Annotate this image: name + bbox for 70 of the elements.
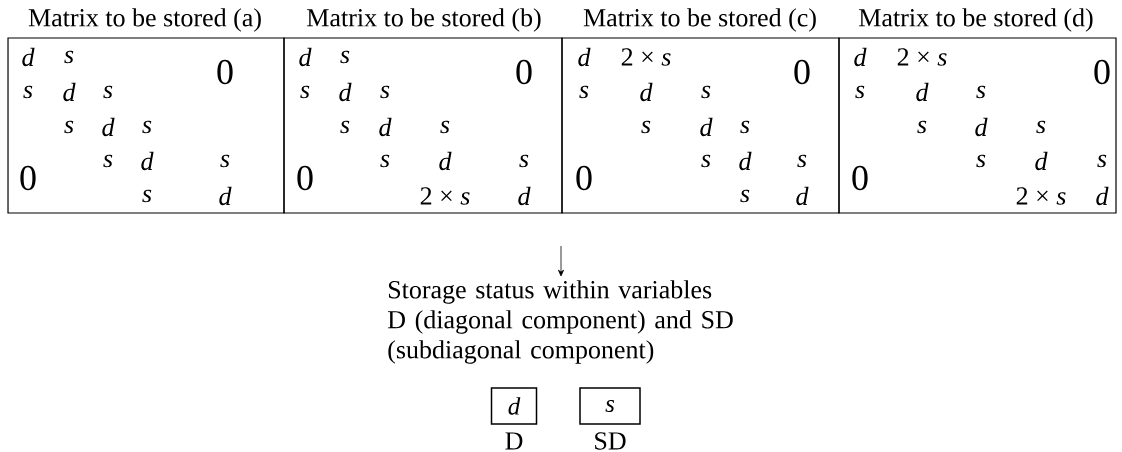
matrix-entry: 0: [20, 165, 36, 191]
down-arrow: [558, 245, 564, 277]
matrix-entry: s: [1097, 154, 1107, 168]
matrix-entry: s: [797, 154, 807, 168]
matrix-entry: d: [518, 186, 531, 206]
matrix-entry: d: [796, 186, 809, 206]
matrix-entry: d: [439, 151, 452, 171]
matrix-entry: s: [519, 154, 529, 168]
matrix-entry: d: [102, 117, 115, 137]
matrix-entry: s: [440, 120, 450, 134]
panel-heading: Matrix to be stored (d): [859, 8, 1093, 32]
matrix-entry: d: [141, 151, 154, 171]
matrix-entry: s: [103, 154, 113, 168]
matrix-entry: s: [23, 85, 33, 99]
matrix-entry: 2 × s: [420, 187, 470, 205]
matrix-entry: s: [64, 50, 74, 64]
matrix-entry: s: [641, 120, 651, 134]
matrix-entry: s: [103, 85, 113, 99]
variable-label: SD: [595, 432, 626, 450]
panel-heading: Matrix to be stored (c): [583, 8, 816, 32]
matrix-entry: d: [1096, 186, 1109, 206]
matrix-entry: s: [1036, 120, 1046, 134]
matrix-entry: 0: [217, 59, 233, 85]
matrix-entry: s: [740, 189, 750, 203]
panel-heading: Matrix to be stored (b): [307, 8, 541, 32]
matrix-entry: s: [701, 85, 711, 99]
matrix-entry: s: [300, 85, 310, 99]
storage-box: s: [579, 387, 641, 425]
matrix-entry: 0: [297, 165, 313, 191]
matrix-entry: s: [976, 154, 986, 168]
matrix-entry: 2 × s: [1016, 187, 1066, 205]
matrix-entry: 2 × s: [897, 48, 947, 66]
matrix-entry: d: [640, 82, 653, 102]
matrix-entry: s: [976, 85, 986, 99]
matrix-entry: d: [854, 47, 867, 67]
matrix-entry: 0: [794, 59, 810, 85]
variable-label: D: [505, 432, 523, 450]
matrix-entry: d: [578, 47, 591, 67]
matrix-entry: d: [339, 82, 352, 102]
matrix-entry: 2 × s: [621, 48, 671, 66]
matrix-entry: s: [220, 154, 230, 168]
matrix-entry: s: [142, 189, 152, 203]
panel-heading: Matrix to be stored (a): [28, 8, 261, 32]
matrix-entry: d: [379, 117, 392, 137]
matrix-entry: d: [63, 82, 76, 102]
matrix-entry: s: [340, 50, 350, 64]
storage-box: d: [490, 387, 538, 425]
matrix-entry: d: [916, 82, 929, 102]
matrix-entry: d: [975, 117, 988, 137]
matrix-entry: s: [855, 85, 865, 99]
matrix-entry: s: [917, 120, 927, 134]
matrix-entry: s: [740, 120, 750, 134]
matrix-entry: d: [1035, 151, 1048, 171]
matrix-entry: s: [64, 120, 74, 134]
matrix-entry: d: [299, 47, 312, 67]
matrix-entry: d: [219, 186, 232, 206]
matrix-entry: 0: [516, 59, 532, 85]
matrix-entry: d: [700, 117, 713, 137]
matrix-entry: s: [579, 85, 589, 99]
matrix-entry: s: [380, 154, 390, 168]
matrix-entry: 0: [576, 165, 592, 191]
matrix-entry: 0: [852, 165, 868, 191]
matrix-entry: s: [340, 120, 350, 134]
matrix-entry: s: [142, 120, 152, 134]
matrix-entry: 0: [1094, 59, 1110, 85]
description-text: Storage status within variables D (diagonal component) and SD (subdiagonal component): [387, 280, 733, 364]
matrix-entry: d: [22, 47, 35, 67]
matrix-entry: d: [739, 151, 752, 171]
matrix-entry: s: [380, 85, 390, 99]
matrix-entry: s: [701, 154, 711, 168]
